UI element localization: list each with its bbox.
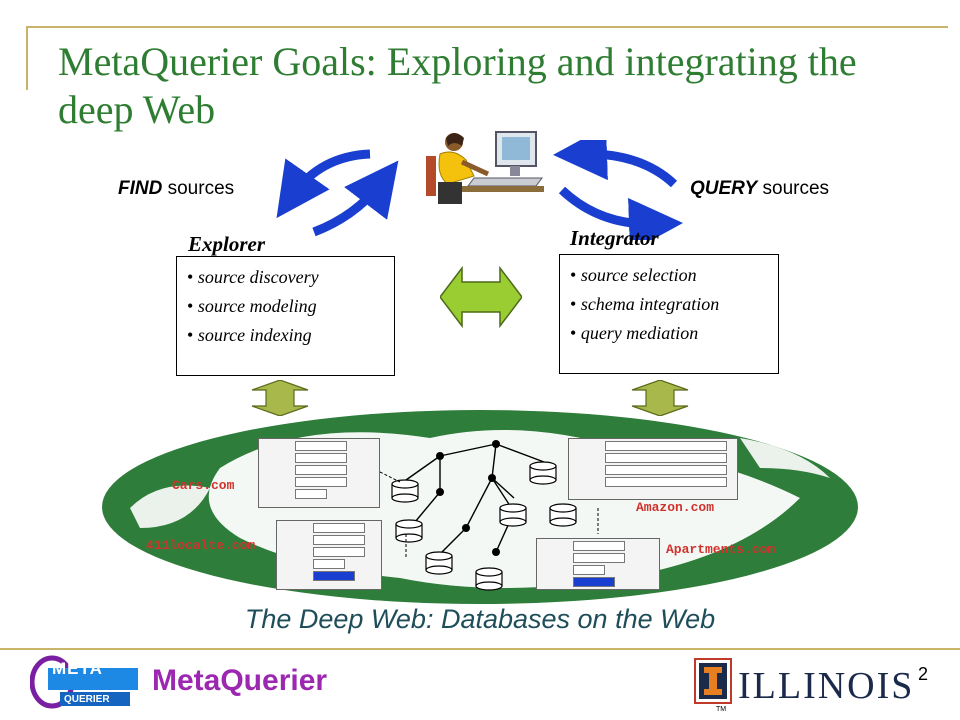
integrator-item: query mediation [570, 319, 768, 348]
integrator-item: schema integration [570, 290, 768, 319]
find-emph: FIND [118, 178, 163, 199]
page-number: 2 [918, 664, 929, 684]
logo-top-text: META [52, 659, 103, 678]
updown-arrow-left-icon [251, 380, 309, 416]
site-label-apartments: Apartments.com [666, 542, 776, 557]
deep-web-globe [102, 410, 858, 604]
query-emph: QUERY [690, 178, 758, 199]
integrator-title: Integrator [570, 226, 659, 250]
apartments-form-thumbnail [536, 538, 660, 590]
query-sources-label: QUERY sources [690, 178, 829, 200]
site-label-411locate: 411localte.com [146, 538, 256, 553]
cars-form-thumbnail [258, 438, 380, 508]
illinois-block-i-icon [694, 658, 732, 704]
globe-caption: The Deep Web: Databases on the Web [244, 604, 716, 634]
slide-title: MetaQuerier Goals: Exploring and integra… [58, 39, 857, 132]
site-label-amazon: Amazon.com [636, 500, 715, 515]
explorer-box: source discovery source modeling source … [176, 256, 395, 376]
find-rest: sources [162, 178, 235, 199]
person-computer-icon [426, 131, 544, 204]
double-arrow-icon [440, 266, 522, 328]
frame-top-line [26, 26, 948, 28]
find-sources-label: FIND sources [118, 178, 234, 200]
database-icons [391, 461, 577, 591]
explorer-title: Explorer [188, 232, 266, 256]
cycle-arrows [276, 140, 683, 240]
footer-divider [0, 648, 960, 650]
frame-left-line [26, 26, 28, 90]
query-rest: sources [757, 178, 830, 199]
logo-bottom-text: QUERIER [64, 694, 110, 705]
amazon-form-thumbnail [568, 438, 738, 500]
updown-arrow-right-icon [631, 380, 689, 416]
integrator-item: source selection [570, 261, 768, 290]
explorer-item: source discovery [187, 263, 384, 292]
explorer-item: source modeling [187, 292, 384, 321]
explorer-item: source indexing [187, 321, 384, 350]
brand-name: MetaQuerier [152, 664, 328, 697]
trademark-label: TM [716, 706, 727, 713]
metaquerier-logo-icon [30, 655, 138, 709]
integrator-box: source selection schema integration quer… [559, 254, 779, 374]
site-label-cars: Cars.com [172, 478, 235, 493]
illinois-wordmark: ILLINOIS [738, 665, 915, 707]
locate-form-thumbnail [276, 520, 382, 590]
